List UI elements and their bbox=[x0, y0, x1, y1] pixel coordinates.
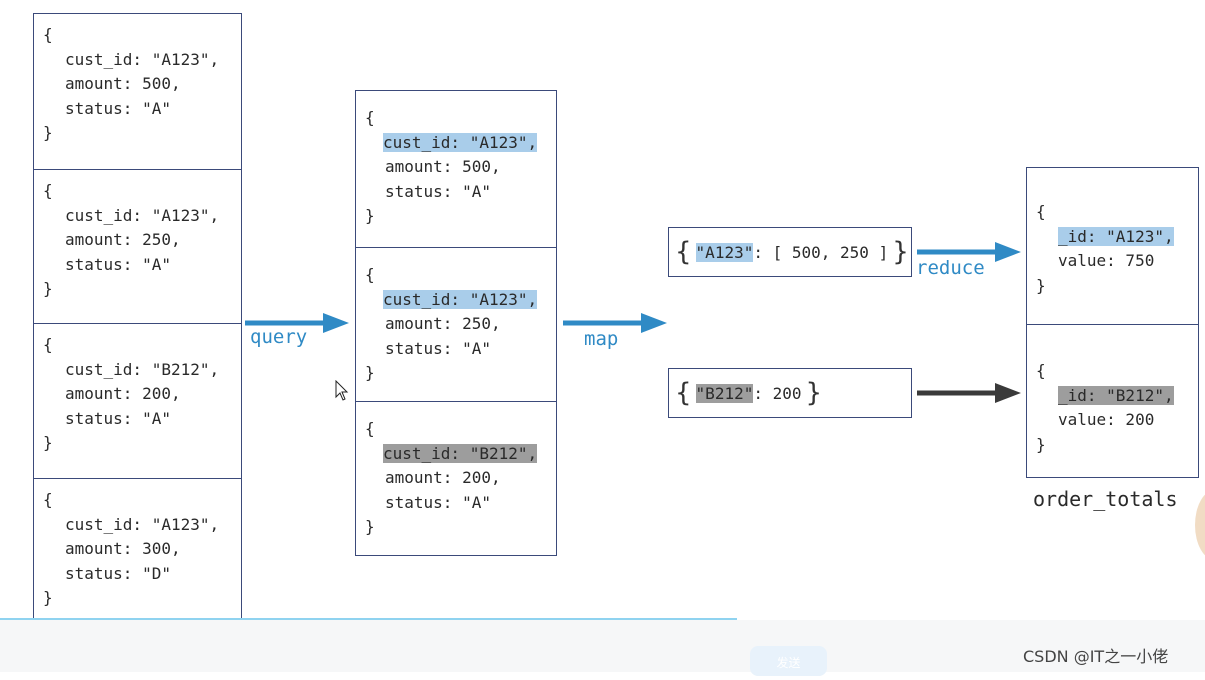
orders-doc-4: { cust_id: "A123", amount: 300, status: … bbox=[34, 478, 241, 636]
field-status: status: "D" bbox=[65, 563, 171, 583]
brace-close: } bbox=[43, 433, 53, 452]
id-highlight: _id: "B212", bbox=[1058, 385, 1174, 405]
brace-close: } bbox=[805, 378, 823, 408]
brace-open: { bbox=[365, 419, 375, 438]
filtered-doc-1: { cust_id: "A123", amount: 500, status: … bbox=[356, 91, 556, 247]
field-status: status: "A" bbox=[385, 492, 491, 512]
brace-close: } bbox=[365, 517, 375, 536]
field-status: status: "A" bbox=[65, 408, 171, 428]
id-highlight: _id: "A123", bbox=[1058, 226, 1174, 246]
cust-id-highlight: cust_id: "B212", bbox=[383, 443, 538, 463]
field-cust-id: cust_id: "A123", bbox=[65, 514, 220, 534]
brace-close: } bbox=[892, 237, 909, 267]
map-label: map bbox=[584, 328, 619, 350]
order-totals-doc-1: { _id: "A123", value: 750 } bbox=[1027, 168, 1198, 324]
field-amount: amount: 250, bbox=[385, 314, 501, 333]
brace-open: { bbox=[1036, 202, 1046, 221]
map-key-highlight: "A123" bbox=[695, 242, 754, 262]
brace-open: { bbox=[43, 490, 53, 509]
brace-open: { bbox=[43, 25, 53, 44]
reduce-arrow bbox=[917, 242, 1021, 262]
field-amount: amount: 500, bbox=[385, 157, 501, 176]
filtered-documents: { cust_id: "A123", amount: 500, status: … bbox=[355, 90, 557, 556]
field-cust-id-row: cust_id: "A123", bbox=[365, 131, 556, 156]
filtered-doc-2: { cust_id: "A123", amount: 250, status: … bbox=[356, 247, 556, 402]
bottom-toolbar bbox=[0, 620, 1205, 672]
order-totals-collection: { _id: "A123", value: 750 } { _id: "B212… bbox=[1026, 167, 1199, 478]
field-amount: amount: 300, bbox=[65, 539, 181, 558]
map-values: : 200 bbox=[753, 383, 802, 403]
field-amount: amount: 500, bbox=[65, 74, 181, 93]
brace-close: } bbox=[1036, 275, 1046, 295]
brace-close: } bbox=[365, 363, 375, 382]
orders-collection: { cust_id: "A123", amount: 500, status: … bbox=[33, 13, 242, 635]
cust-id-highlight: cust_id: "A123", bbox=[383, 289, 538, 309]
field-status: status: "A" bbox=[385, 181, 491, 201]
field-cust-id-row: cust_id: "A123", bbox=[365, 288, 556, 313]
brace-close: } bbox=[1036, 434, 1046, 454]
map-key-highlight: "B212" bbox=[695, 383, 754, 403]
brace-close: } bbox=[43, 588, 53, 607]
field-amount: amount: 250, bbox=[65, 230, 181, 249]
field-amount: amount: 200, bbox=[385, 468, 501, 487]
field-cust-id: cust_id: "A123", bbox=[65, 49, 220, 69]
field-value: value: 750 bbox=[1058, 251, 1155, 270]
query-label: query bbox=[250, 326, 308, 348]
brace-open: { bbox=[365, 265, 375, 284]
brace-open: { bbox=[365, 108, 375, 127]
brace-close: } bbox=[43, 279, 53, 298]
brace-open: { bbox=[43, 181, 53, 200]
progress-line bbox=[0, 618, 737, 620]
orders-doc-1: { cust_id: "A123", amount: 500, status: … bbox=[34, 14, 241, 169]
filtered-doc-3: { cust_id: "B212", amount: 200, status: … bbox=[356, 401, 556, 557]
plain-arrow bbox=[917, 383, 1021, 403]
field-status: status: "A" bbox=[385, 338, 491, 358]
brace-close: } bbox=[365, 206, 375, 225]
field-status: status: "A" bbox=[65, 254, 171, 274]
orders-doc-3: { cust_id: "B212", amount: 200, status: … bbox=[34, 323, 241, 478]
field-cust-id: cust_id: "B212", bbox=[65, 359, 220, 379]
reduce-label: reduce bbox=[916, 257, 985, 279]
send-button[interactable]: 发送 bbox=[750, 646, 827, 676]
watermark: CSDN @IT之一小佬 bbox=[1023, 647, 1169, 666]
field-id-row: _id: "B212", bbox=[1036, 384, 1198, 409]
field-cust-id: cust_id: "A123", bbox=[65, 205, 220, 225]
map-values: : [ 500, 250 ] bbox=[753, 242, 889, 262]
brace-open: { bbox=[675, 378, 692, 408]
brace-close: } bbox=[43, 123, 53, 142]
field-value: value: 200 bbox=[1058, 410, 1155, 429]
brace-open: { bbox=[675, 237, 692, 267]
query-arrow bbox=[245, 313, 349, 333]
field-id-row: _id: "A123", bbox=[1036, 225, 1198, 250]
order-totals-label: order_totals bbox=[1033, 487, 1178, 511]
decorative-orb bbox=[1195, 490, 1205, 560]
field-amount: amount: 200, bbox=[65, 384, 181, 403]
mapped-pair-a123: { "A123" : [ 500, 250 ] } bbox=[668, 227, 912, 277]
map-arrow bbox=[563, 313, 667, 333]
cust-id-highlight: cust_id: "A123", bbox=[383, 132, 538, 152]
field-cust-id-row: cust_id: "B212", bbox=[365, 442, 556, 467]
mouse-cursor-icon bbox=[335, 380, 349, 401]
field-status: status: "A" bbox=[65, 98, 171, 118]
brace-open: { bbox=[1036, 361, 1046, 380]
brace-open: { bbox=[43, 335, 53, 354]
orders-doc-2: { cust_id: "A123", amount: 250, status: … bbox=[34, 169, 241, 324]
order-totals-doc-2: { _id: "B212", value: 200 } bbox=[1027, 324, 1198, 479]
mapped-pair-b212: { "B212" : 200 } bbox=[668, 368, 912, 418]
